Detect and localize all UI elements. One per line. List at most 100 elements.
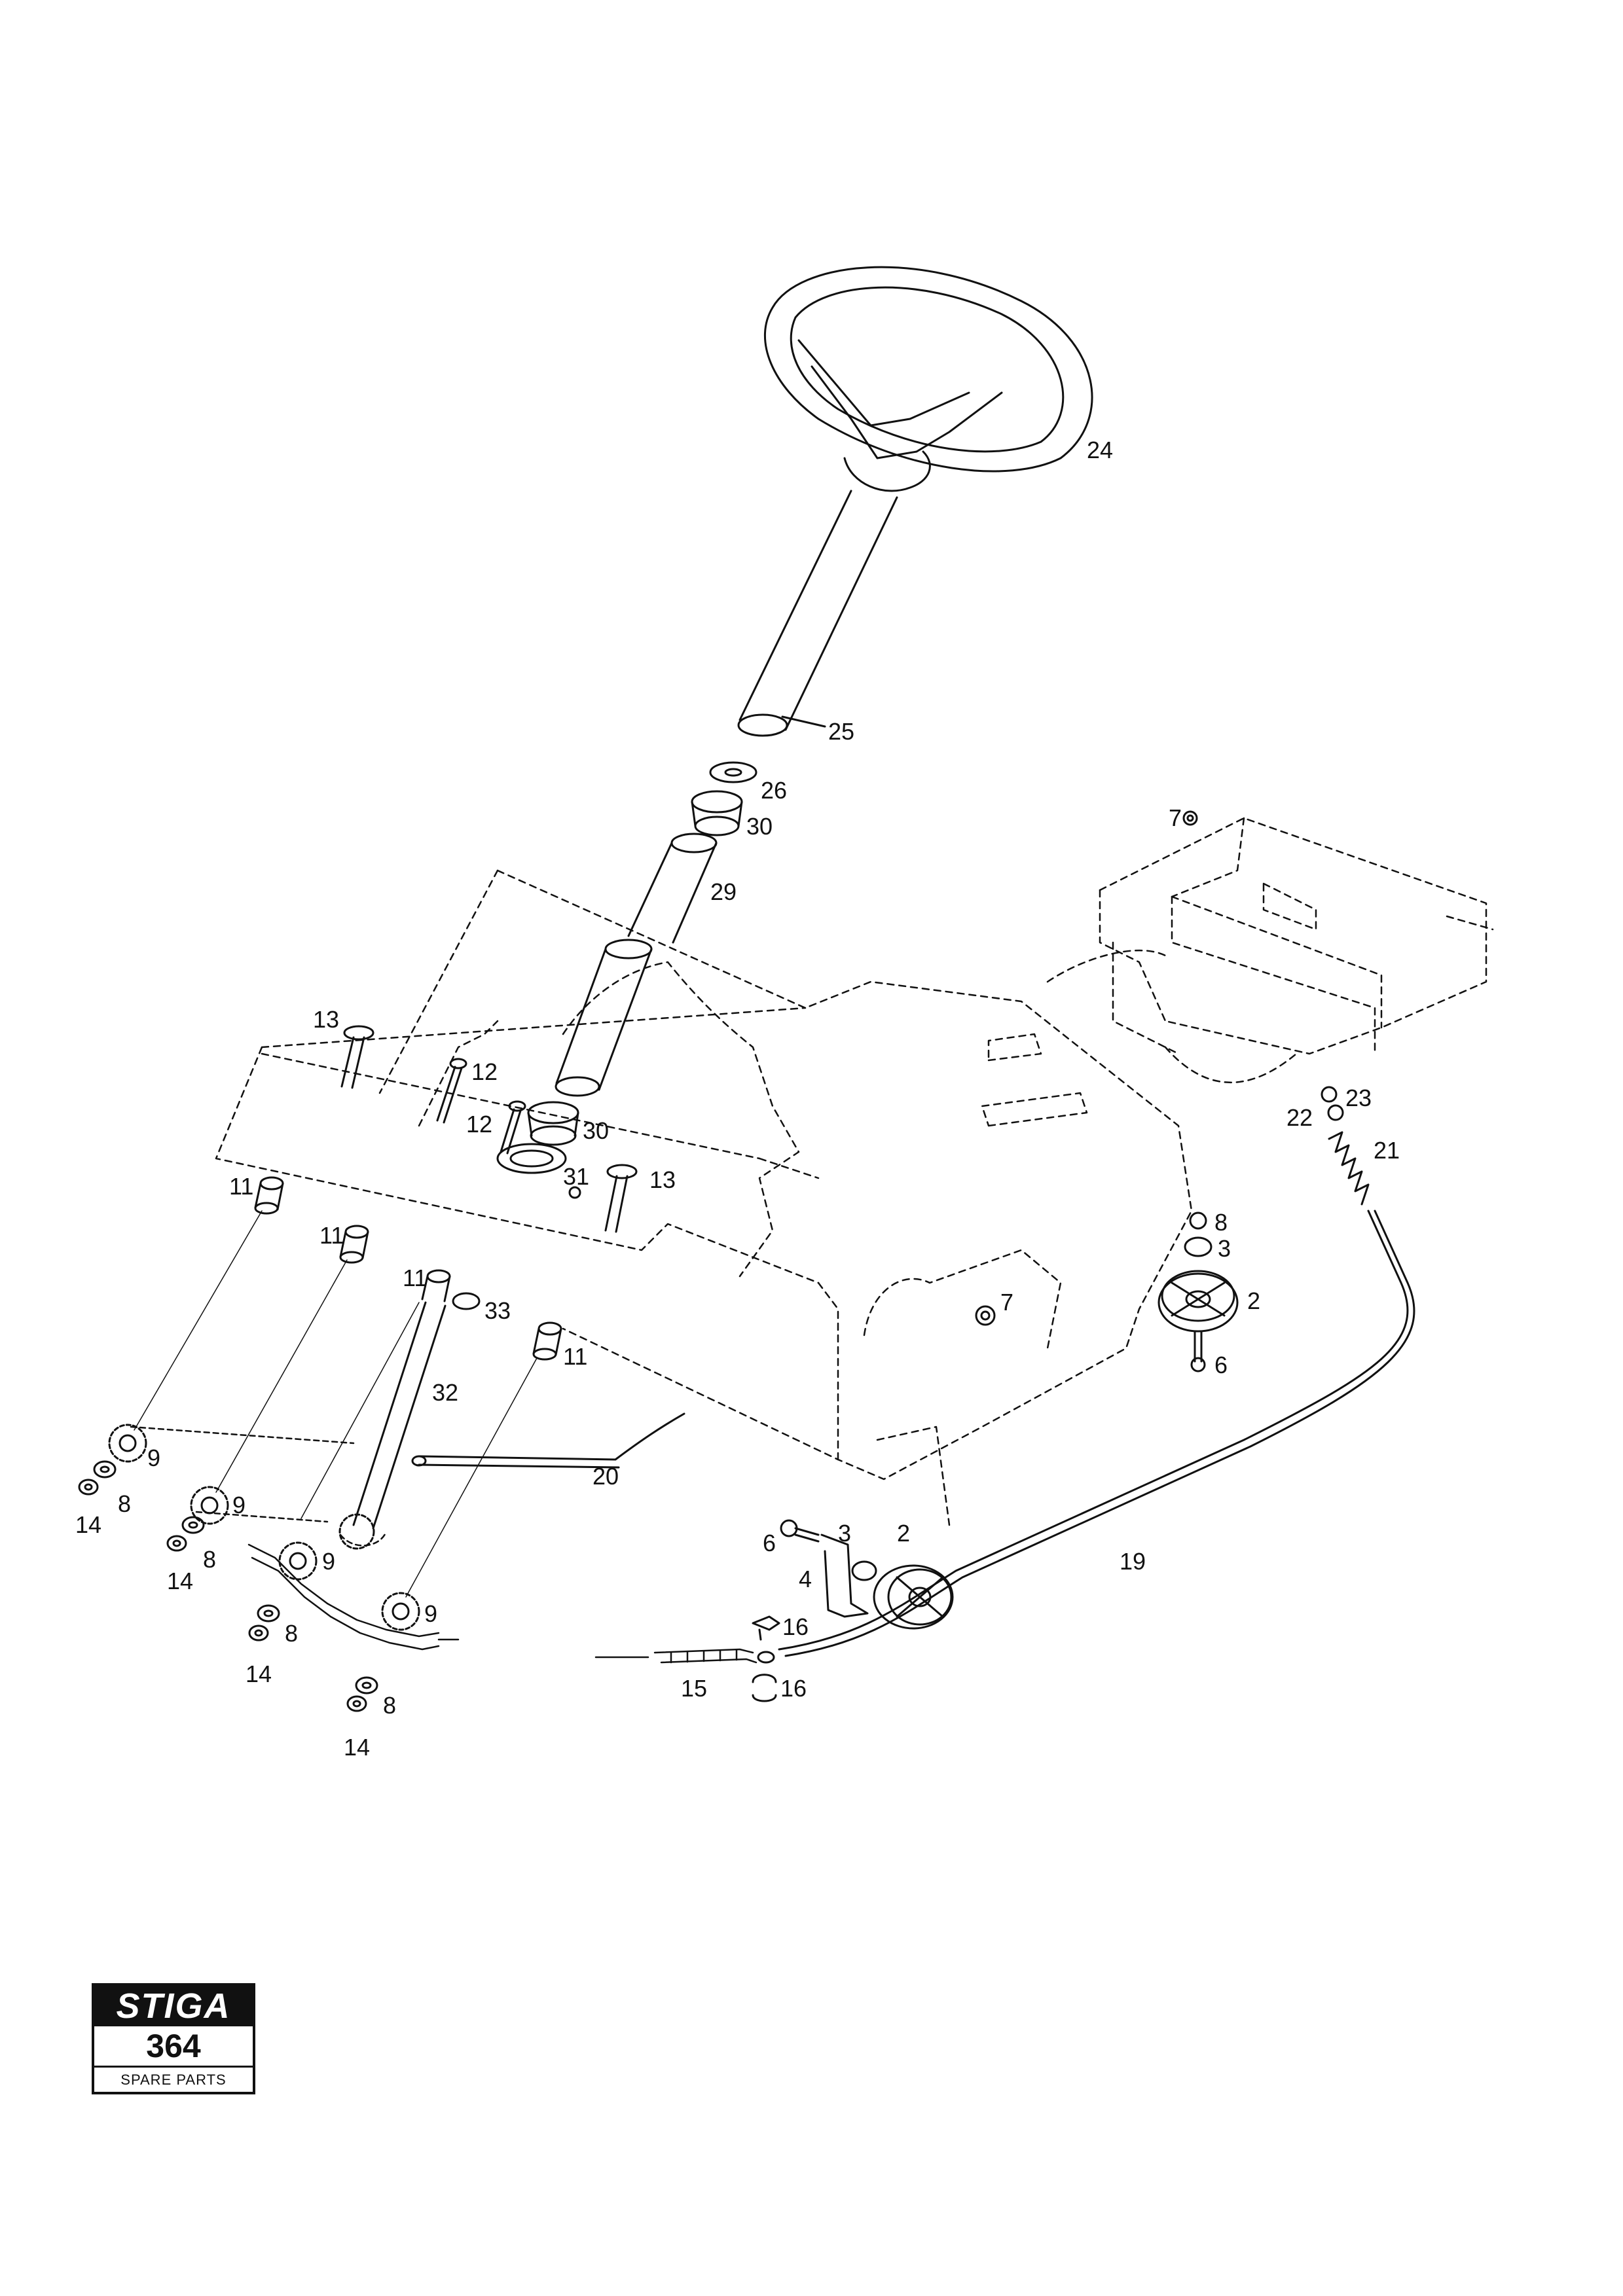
nut-7-top (1182, 810, 1198, 826)
callout-9-c: 9 (322, 1548, 335, 1575)
callout-13-left: 13 (313, 1006, 339, 1033)
callout-14-b: 14 (167, 1568, 193, 1594)
callout-15: 15 (681, 1675, 707, 1702)
callout-2-lower: 2 (897, 1520, 910, 1547)
washer-23 (1321, 1086, 1338, 1103)
rear-frame (1046, 817, 1494, 1084)
callout-32: 32 (432, 1379, 458, 1406)
callout-33: 33 (484, 1297, 511, 1324)
washer-22 (1327, 1104, 1344, 1121)
callout-13-right: 13 (649, 1166, 676, 1193)
bearing-31 (496, 1143, 567, 1174)
bracket-4 (820, 1534, 869, 1618)
nut-7-middle (975, 1305, 996, 1326)
washer-8-c (257, 1604, 280, 1623)
callout-21: 21 (1374, 1137, 1400, 1164)
bolt-12-b (500, 1100, 526, 1155)
callout-9-b: 9 (232, 1492, 246, 1518)
callout-31: 31 (563, 1163, 589, 1190)
sprocket-9-c (278, 1541, 318, 1581)
rod-20 (411, 1412, 685, 1469)
callout-8-right: 8 (1214, 1209, 1228, 1236)
cable-19 (778, 1210, 1415, 1657)
nut-14-d (346, 1695, 367, 1712)
bushing-11-a (254, 1176, 284, 1215)
callout-30-lower: 30 (583, 1117, 609, 1144)
shaft-29 (627, 833, 718, 944)
chain-segment (247, 1543, 460, 1651)
callout-12-a: 12 (471, 1058, 498, 1085)
stiga-brand-logo: STIGA (94, 1986, 253, 2026)
sprocket-9-a (108, 1424, 147, 1463)
callout-11-c: 11 (403, 1265, 427, 1291)
callout-11-a: 11 (229, 1173, 253, 1200)
bushing-30-lower (527, 1101, 579, 1146)
callout-22: 22 (1286, 1104, 1313, 1131)
pulley-2-right (1158, 1270, 1239, 1333)
callout-24: 24 (1087, 437, 1113, 463)
callout-2-right: 2 (1247, 1287, 1260, 1314)
callout-30-top: 30 (746, 813, 773, 840)
shaft-32 (352, 1301, 447, 1530)
bolt-13-left (340, 1025, 374, 1089)
callout-6-lower: 6 (763, 1530, 776, 1556)
callout-23: 23 (1345, 1085, 1372, 1111)
spring-21 (1328, 1131, 1370, 1206)
inner-tube (555, 939, 653, 1097)
bushing-30-top (691, 790, 743, 836)
washer-8-b (181, 1516, 205, 1534)
pulley-2-lower (873, 1564, 954, 1630)
callout-25: 25 (828, 718, 854, 745)
nut-14-b (166, 1535, 187, 1552)
washer-8-d (355, 1676, 378, 1695)
nut-14-c (248, 1624, 269, 1641)
bushing-11-b (339, 1225, 369, 1264)
bolt-12-a (436, 1058, 467, 1124)
bolt-13-right (604, 1164, 638, 1233)
chain-loop-dashed (130, 1426, 388, 1547)
callout-4: 4 (799, 1566, 812, 1592)
callout-26: 26 (761, 777, 787, 804)
callout-14-a: 14 (75, 1511, 101, 1538)
chassis-body-outline (215, 869, 1193, 1526)
callout-16-top: 16 (782, 1613, 809, 1640)
bushing-11-d (532, 1321, 562, 1361)
callout-11-b: 11 (319, 1222, 344, 1249)
callout-11-d: 11 (563, 1343, 587, 1370)
nut-8-right (1189, 1211, 1207, 1230)
callout-16-bottom: 16 (780, 1675, 807, 1702)
callout-6-right: 6 (1214, 1352, 1228, 1378)
spacer-3-lower (851, 1560, 877, 1581)
callout-14-c: 14 (246, 1660, 272, 1687)
callout-19: 19 (1120, 1548, 1146, 1575)
callout-8-d: 8 (383, 1692, 396, 1719)
callout-8-c: 8 (285, 1620, 298, 1647)
sprocket-shaft-32 (338, 1513, 375, 1550)
bolt-6-lower (780, 1519, 820, 1543)
bushing-11-c (421, 1269, 451, 1302)
stiga-logo-box: STIGA 364 SPARE PARTS (92, 1983, 255, 2094)
callout-14-d: 14 (344, 1734, 370, 1761)
callout-8-a: 8 (118, 1490, 131, 1517)
washer-33 (452, 1292, 481, 1310)
callout-8-b: 8 (203, 1546, 216, 1573)
leader-lines (134, 1210, 538, 1598)
callout-12-b: 12 (466, 1111, 492, 1138)
steering-wheel (763, 266, 1093, 492)
clip-16-bottom (752, 1674, 777, 1702)
callout-20: 20 (593, 1463, 619, 1490)
clip-16-top (752, 1615, 780, 1641)
model-number: 364 (94, 2026, 253, 2068)
bolt-6-right (1190, 1331, 1206, 1372)
sprocket-9-d (381, 1592, 420, 1631)
cable-end-fitting (757, 1651, 775, 1664)
chain-15 (594, 1648, 757, 1664)
callout-9-d: 9 (424, 1600, 437, 1627)
callout-29: 29 (710, 878, 737, 905)
washer-26 (709, 761, 757, 783)
steering-column (737, 490, 898, 737)
callout-3-right: 3 (1218, 1235, 1231, 1262)
nut-14-a (78, 1479, 99, 1496)
spare-parts-label: SPARE PARTS (120, 2072, 227, 2088)
